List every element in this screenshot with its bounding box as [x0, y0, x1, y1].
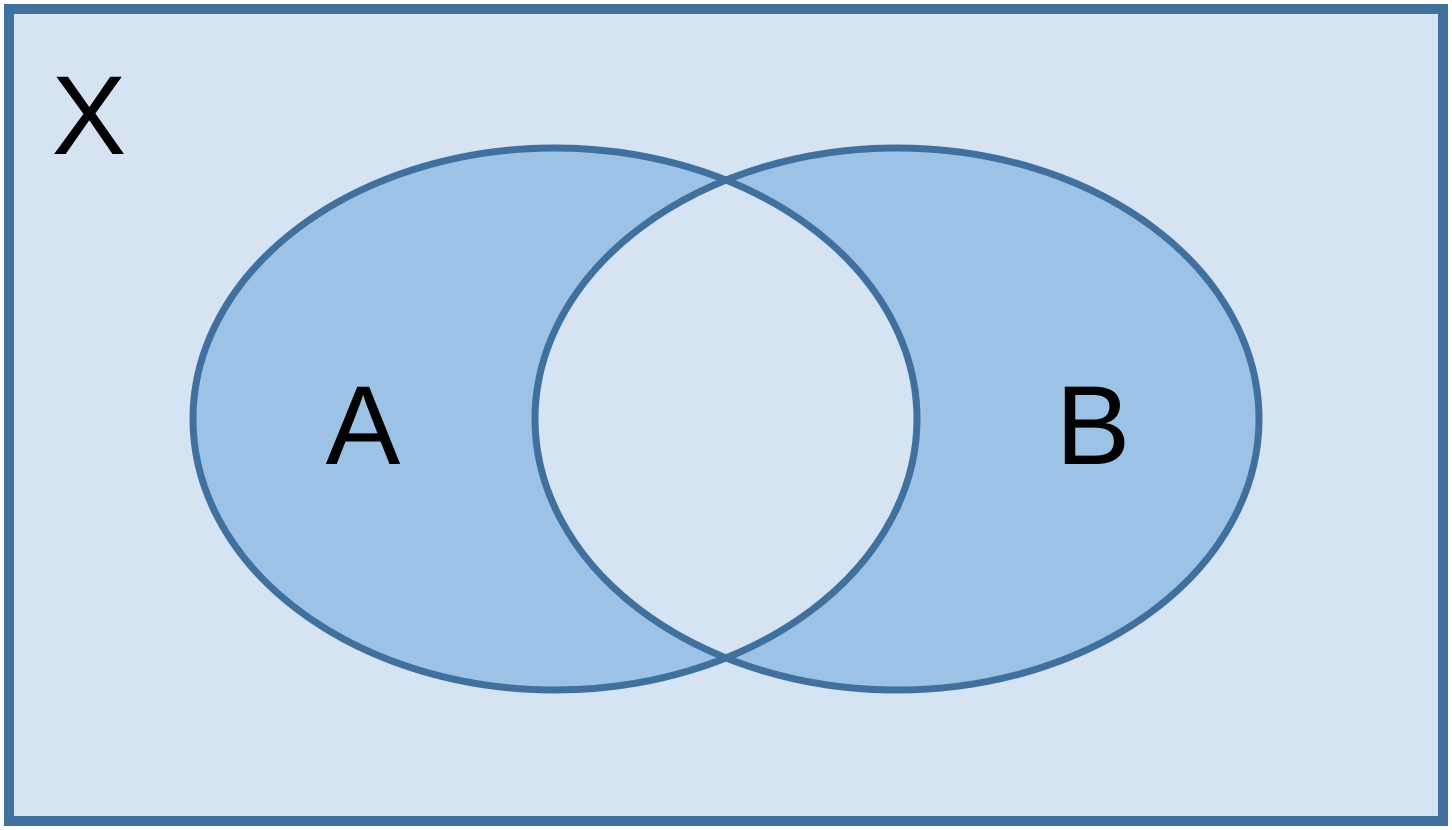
- set-a-label: A: [326, 363, 401, 488]
- set-b-label: B: [1056, 363, 1131, 488]
- universe-label: X: [52, 53, 127, 178]
- set-b-outline: [531, 144, 1263, 694]
- set-a-outline: [189, 144, 921, 694]
- intersection-region: [535, 180, 917, 658]
